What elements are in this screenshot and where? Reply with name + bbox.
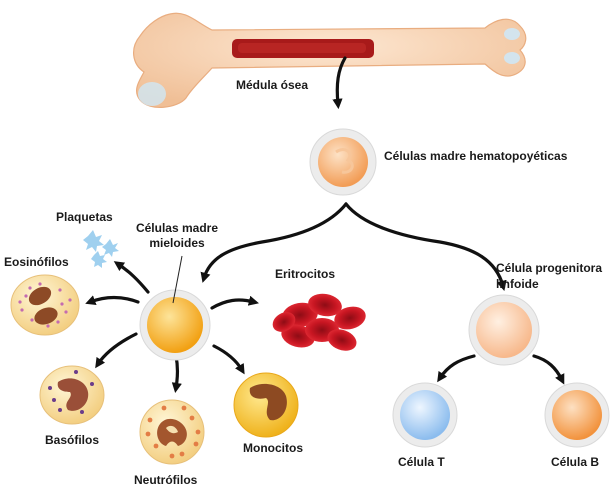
- label-basophils: Basófilos: [45, 433, 99, 447]
- b-cell: [544, 382, 610, 448]
- label-lymphoid-progenitor-line2: linfoide: [496, 277, 539, 291]
- label-t-cell: Célula T: [398, 455, 445, 469]
- eosinophil-cell: [10, 274, 80, 336]
- bone-illustration: [133, 12, 527, 108]
- label-monocytes: Monocitos: [243, 441, 303, 455]
- label-platelets: Plaquetas: [56, 210, 113, 224]
- label-erythrocytes: Eritrocitos: [275, 267, 335, 281]
- label-myeloid-stem-cells-line2: mieloides: [149, 236, 205, 250]
- lymphoid-progenitor-cell: [468, 294, 540, 366]
- label-b-cell: Célula B: [551, 455, 599, 469]
- label-eosinophils: Eosinófilos: [4, 255, 69, 269]
- arrows: [85, 56, 565, 394]
- basophil-cell: [39, 365, 105, 425]
- hematopoietic-stem-cell: [309, 128, 377, 196]
- platelets-icon: [83, 230, 119, 268]
- label-neutrophils: Neutrófilos: [134, 473, 198, 487]
- t-cell: [392, 382, 458, 448]
- monocyte-cell: [233, 372, 299, 438]
- neutrophil-cell: [139, 399, 205, 465]
- myeloid-stem-cell: [139, 255, 211, 361]
- label-lymphoid-progenitor-line1: Célula progenitora: [496, 261, 602, 275]
- label-myeloid-stem-cells-line1: Células madre: [136, 221, 218, 235]
- label-hematopoietic-stem-cells: Células madre hematopoyéticas: [384, 149, 568, 163]
- erythrocytes-cluster: [272, 293, 366, 351]
- label-bone-marrow: Médula ósea: [236, 78, 308, 92]
